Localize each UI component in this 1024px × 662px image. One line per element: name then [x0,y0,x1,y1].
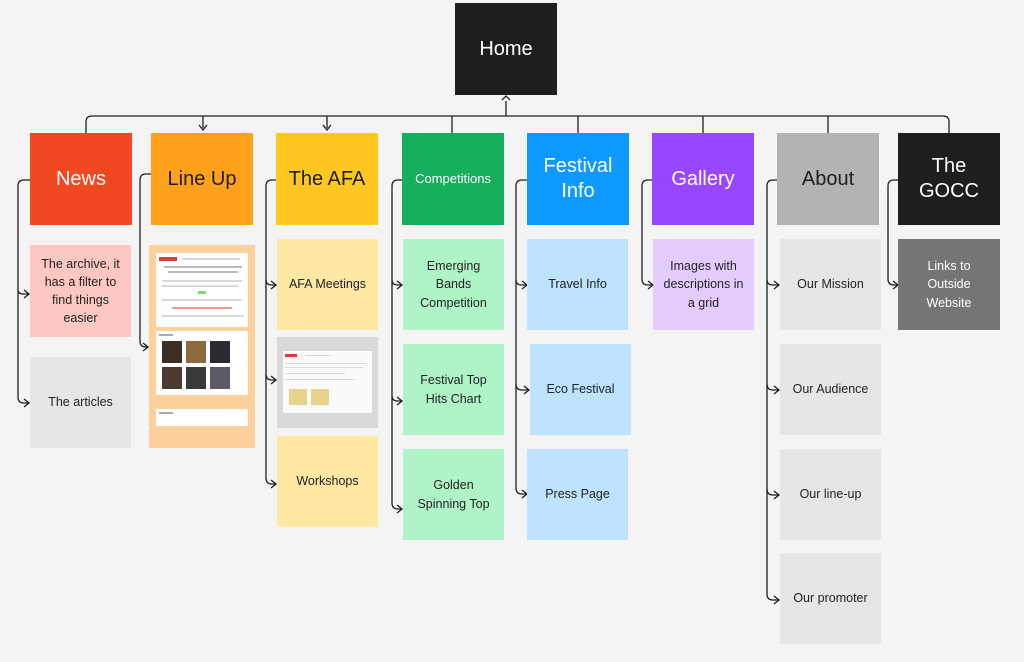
page-afa-meetings: AFA Meetings [277,239,378,330]
section-lineup-label: Line Up [167,167,237,190]
section-gallery: Gallery [652,133,754,225]
page-about-promoter-label: Our promoter [793,591,868,606]
home-node: Home [455,3,557,95]
page-afa-workshops: Workshops [277,436,378,527]
section-festival-info-label-2: Info [561,180,595,202]
page-news-articles: The articles [30,357,131,448]
page-news-archive-label: The archive, it has a filter to find thi… [41,256,120,326]
page-afa-workshops-label: Workshops [296,474,359,489]
section-competitions-label: Competitions [415,170,491,186]
page-about-lineup: Our line-up [780,449,881,540]
page-gallery-images: Images with descriptions in a grid [653,239,754,330]
page-info-press-label: Press Page [545,487,610,502]
page-news-articles-label: The articles [48,395,113,410]
page-about-mission: Our Mission [780,239,881,330]
section-competitions: Competitions [402,133,504,225]
page-info-eco: Eco Festival [530,344,631,435]
page-about-lineup-label: Our line-up [799,487,862,502]
home-label: Home [479,37,533,60]
page-info-travel-label: Travel Info [548,277,607,292]
section-festival-info: Festival Info [527,133,629,225]
page-about-mission-label: Our Mission [797,277,864,292]
section-news: News [30,133,132,225]
page-gocc-links-label: Links to Outside Website [926,259,972,310]
section-lineup: Line Up [151,133,253,225]
page-info-press: Press Page [527,449,628,540]
page-news-archive: The archive, it has a filter to find thi… [30,245,131,337]
section-gallery-label: Gallery [671,167,735,190]
page-info-travel: Travel Info [527,239,628,330]
page-comp-golden: Golden Spinning Top [403,449,504,540]
section-gocc-label-1: The [931,155,967,177]
page-comp-golden-label: Golden Spinning Top [417,478,490,511]
lineup-page-screenshot [149,245,255,448]
page-gallery-images-label: Images with descriptions in a grid [663,259,744,310]
page-comp-top-hits-label: Festival Top Hits Chart [420,373,487,406]
section-gocc-label-2: GOCC [919,180,979,202]
section-afa: The AFA [276,133,378,225]
section-gocc: The GOCC [898,133,1000,225]
section-about-label: About [801,167,855,190]
page-comp-emerging-label: Emerging Bands Competition [420,259,487,310]
section-news-label: News [55,167,106,190]
page-about-promoter: Our promoter [780,553,881,644]
section-festival-info-label-1: Festival [543,155,613,177]
page-comp-emerging: Emerging Bands Competition [403,239,504,330]
afa-page-screenshot [277,337,378,428]
page-about-audience-label: Our Audience [792,382,869,397]
page-info-eco-label: Eco Festival [546,382,615,397]
section-about: About [777,133,879,225]
page-afa-meetings-label: AFA Meetings [288,277,367,292]
section-afa-label: The AFA [288,167,366,190]
page-comp-top-hits: Festival Top Hits Chart [403,344,504,435]
page-about-audience: Our Audience [780,344,881,435]
page-gocc-links: Links to Outside Website [898,239,1000,330]
